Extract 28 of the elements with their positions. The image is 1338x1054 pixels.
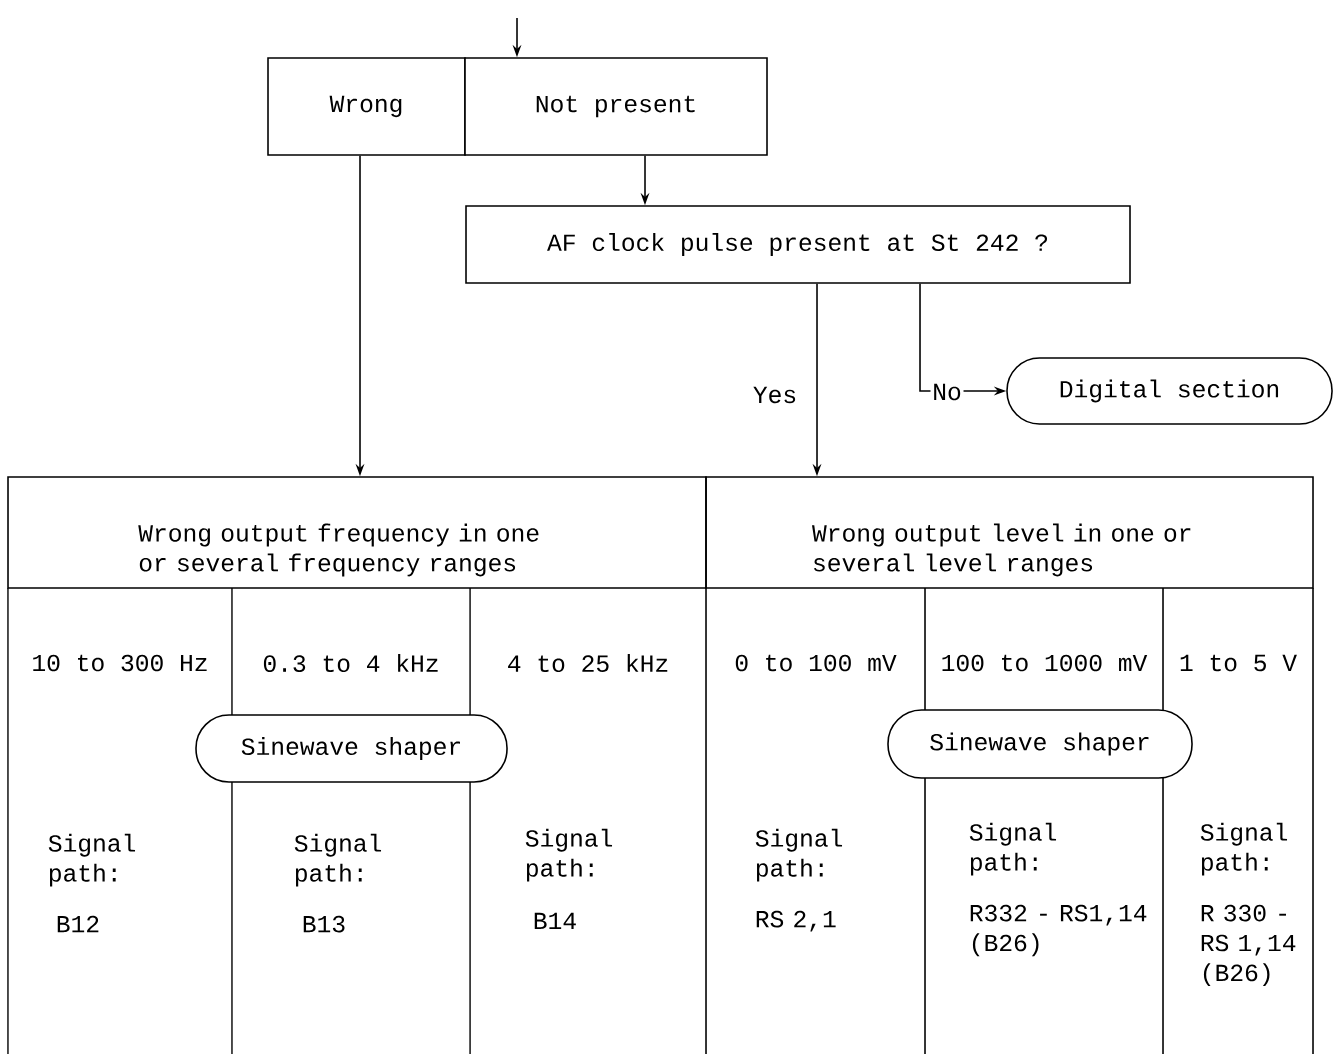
terminal-box: Sinewave shaper [887, 709, 1193, 779]
range-label: 100 to 1000 mV [942, 654, 1148, 672]
signal-path-label: Signal path: [294, 833, 382, 887]
range-label: 1 to 5 V [1180, 654, 1297, 672]
range-label: 4 to 25 kHz [508, 653, 668, 673]
signal-path-value: RS 2,1 [756, 910, 836, 932]
range-label: 0.3 to 4 kHz [263, 653, 438, 673]
signal-path-label: Signal path: [755, 828, 843, 882]
process-box: AF clock pulse present at St 242 ? [465, 205, 1131, 284]
range-label: 10 to 300 Hz [33, 654, 207, 672]
process-box: Not present [464, 57, 768, 156]
range-label: 0 to 100 mV [735, 654, 897, 672]
process-box: Wrong [267, 57, 466, 156]
terminal-box: Digital section [1006, 357, 1333, 425]
signal-path-value: B12 [57, 915, 99, 933]
header-cell: Wrong output frequency in one or several frequency ranges [7, 476, 707, 589]
signal-path-label: Signal path: [48, 833, 136, 887]
signal-path-label: Signal path: [969, 822, 1057, 876]
signal-path-value: R332 - RS1,14 (B26) [970, 904, 1147, 957]
signal-path-value: B13 [303, 915, 345, 933]
signal-path-value: R 330 - RS 1,14 (B26) [1201, 904, 1296, 987]
signal-path-value: B14 [534, 912, 576, 929]
edge-label: No [930, 382, 964, 402]
header-cell: Wrong output level in one or several level ranges [705, 476, 1314, 589]
signal-path-label: Signal path: [525, 828, 613, 882]
signal-path-label: Signal path: [1200, 822, 1288, 876]
edge-label: Yes [751, 385, 799, 405]
terminal-box: Sinewave shaper [195, 714, 508, 783]
